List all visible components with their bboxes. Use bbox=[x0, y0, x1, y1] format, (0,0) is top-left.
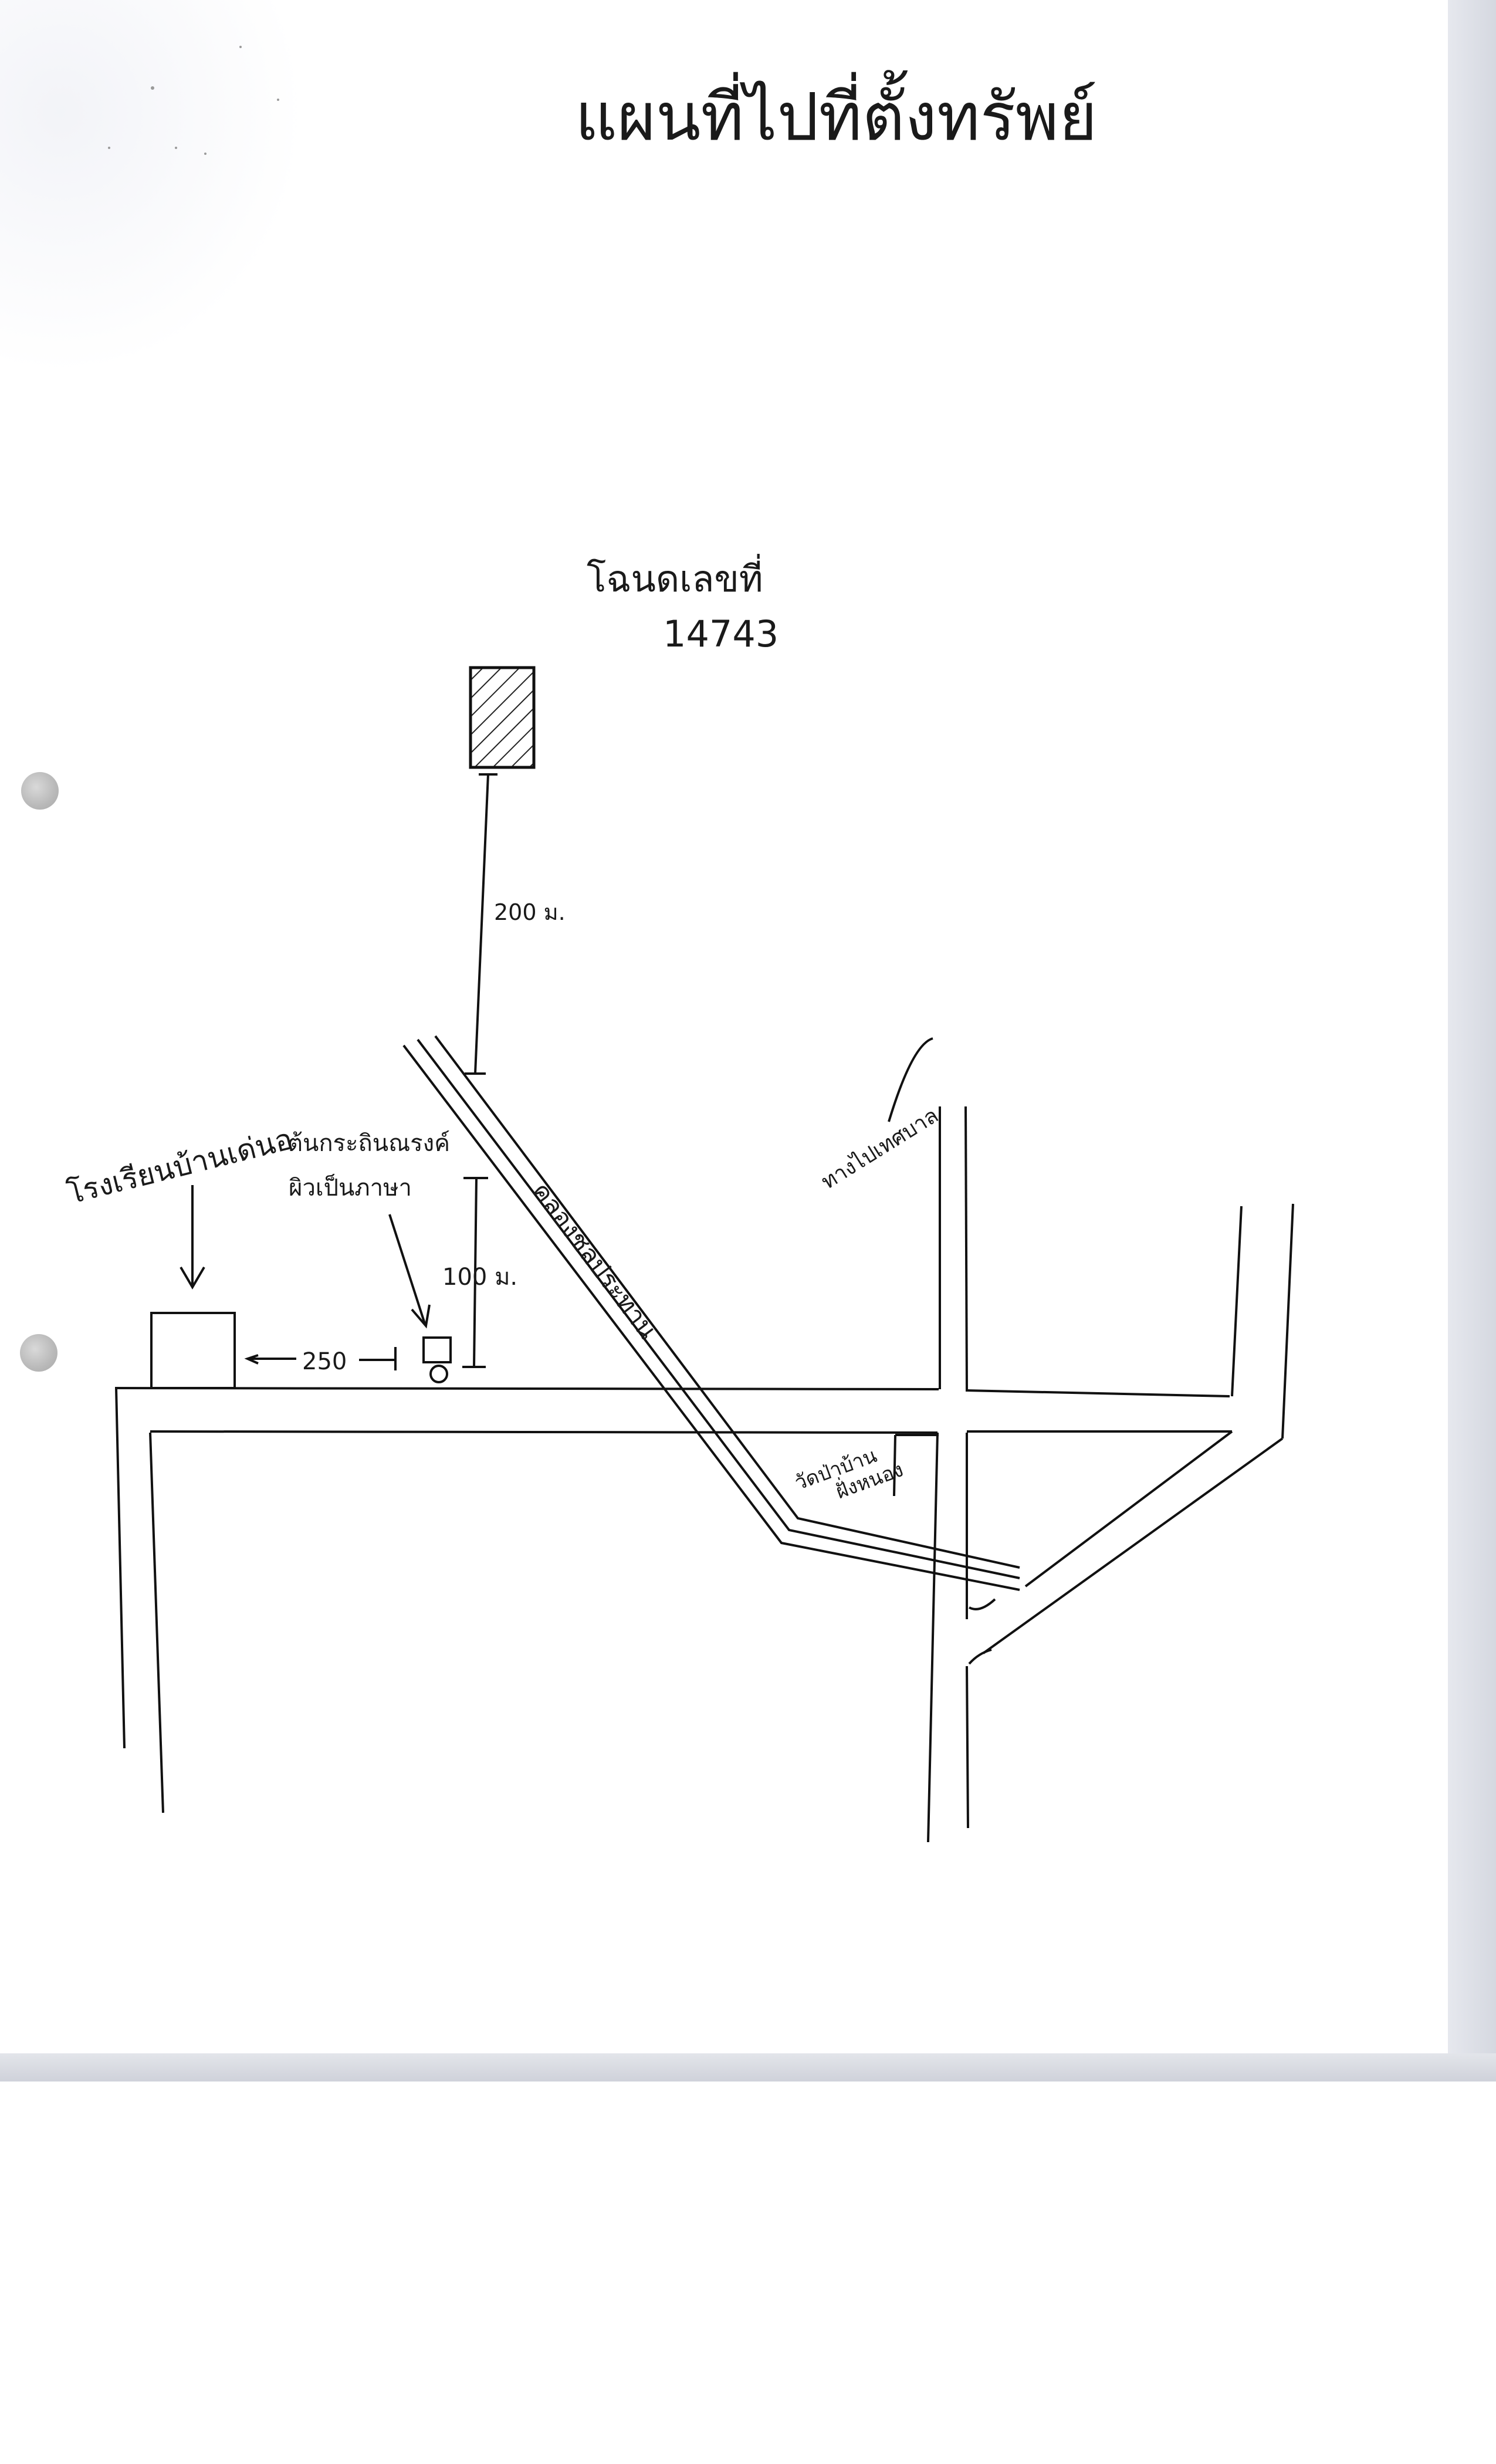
school-label: โรงเรียนบ้านเด่นอ bbox=[64, 1122, 296, 1210]
tree-arrow bbox=[388, 1214, 431, 1329]
scan-edge-right bbox=[1448, 0, 1496, 2081]
tree-distance-line bbox=[462, 1177, 488, 1368]
paper-smudge bbox=[0, 0, 305, 375]
deed-label: โฉนดเลขที่ bbox=[587, 554, 763, 600]
tree-distance-label: 100 ม. bbox=[442, 1264, 517, 1291]
deed-number: 14743 bbox=[663, 612, 779, 655]
canal-road bbox=[402, 1035, 1020, 1591]
direction-label: ทางไปเทศบาล bbox=[817, 1103, 943, 1194]
right-branch-road bbox=[968, 1203, 1294, 1665]
main-road bbox=[114, 1387, 1232, 1434]
tree-label-1: ต้นกระถินณรงค์ bbox=[287, 1130, 450, 1157]
punch-hole-top bbox=[21, 772, 59, 810]
plot-icon bbox=[469, 666, 536, 769]
direction-flourish bbox=[888, 1037, 933, 1122]
right-vertical-road bbox=[927, 1106, 969, 1843]
canal-label: คลองชลประทาน bbox=[526, 1177, 662, 1345]
market-bracket bbox=[893, 1434, 939, 1497]
scan-specks bbox=[108, 46, 279, 155]
school-arrow bbox=[180, 1185, 205, 1289]
map-title: แผนที่ไปที่ตั้งทรัพย์ bbox=[575, 70, 1097, 155]
school-icon bbox=[150, 1312, 236, 1389]
punch-hole-bottom bbox=[20, 1334, 57, 1372]
tree-icon bbox=[422, 1336, 452, 1383]
scan-edge-bottom bbox=[0, 2053, 1496, 2081]
tree-label-2: ผิวเป็นภาษา bbox=[289, 1173, 412, 1201]
left-road bbox=[115, 1387, 164, 1813]
plot-distance-label: 200 ม. bbox=[494, 899, 566, 925]
distance-250-line bbox=[244, 1347, 397, 1370]
plot-distance-line bbox=[465, 773, 497, 1075]
distance-250-label: 250 bbox=[302, 1348, 347, 1375]
